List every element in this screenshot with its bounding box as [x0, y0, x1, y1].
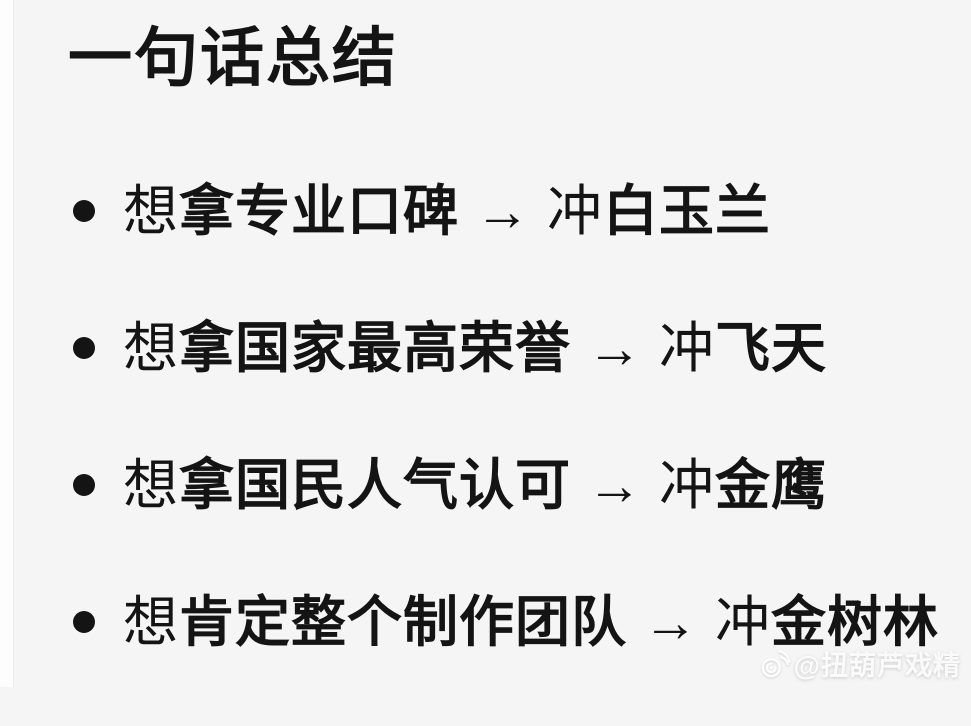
arrow-glyph: → — [475, 180, 532, 242]
bullet-text: 想拿国民人气认可→冲金鹰 — [123, 452, 827, 518]
arrow-glyph: → — [587, 317, 644, 379]
page-title: 一句话总结 — [68, 22, 398, 94]
bullet-lead: 想 — [123, 454, 180, 516]
bullet-award: 飞天 — [715, 317, 828, 379]
bullet-topic: 拿专业口碑 — [179, 180, 460, 242]
bullet-dot — [73, 200, 95, 222]
list-item-professional-acclaim: 想拿专业口碑→冲白玉兰 — [73, 178, 971, 244]
bullet-text: 想拿专业口碑→冲白玉兰 — [123, 178, 771, 244]
bullet-topic: 拿国民人气认可 — [179, 454, 572, 516]
left-margin-strip — [0, 0, 14, 687]
list-item-production-team: 想肯定整个制作团队→冲金树林 — [73, 589, 971, 655]
list-item-national-honor: 想拿国家最高荣誉→冲飞天 — [73, 315, 971, 381]
bullet-verb: 冲 — [659, 317, 716, 379]
arrow-glyph: → — [643, 591, 700, 653]
bullet-text: 想肯定整个制作团队→冲金树林 — [123, 589, 939, 655]
bullet-verb: 冲 — [715, 591, 772, 653]
summary-list: 想拿专业口碑→冲白玉兰 想拿国家最高荣誉→冲飞天 想拿国民人气认可→冲金鹰 想肯… — [68, 178, 971, 655]
list-item-popularity: 想拿国民人气认可→冲金鹰 — [73, 452, 971, 518]
bullet-topic: 拿国家最高荣誉 — [179, 317, 572, 379]
bullet-lead: 想 — [123, 317, 180, 379]
bullet-text: 想拿国家最高荣誉→冲飞天 — [123, 315, 827, 381]
bullet-verb: 冲 — [659, 454, 716, 516]
bullet-dot — [73, 337, 95, 359]
bullet-dot — [73, 474, 95, 496]
bullet-dot — [73, 611, 95, 633]
bullet-lead: 想 — [123, 180, 180, 242]
arrow-glyph: → — [587, 454, 644, 516]
bullet-award: 金鹰 — [715, 454, 828, 516]
bullet-award: 白玉兰 — [603, 180, 772, 242]
bullet-award: 金树林 — [771, 591, 940, 653]
bullet-topic: 肯定整个制作团队 — [179, 591, 628, 653]
bullet-verb: 冲 — [547, 180, 604, 242]
bullet-lead: 想 — [123, 591, 180, 653]
